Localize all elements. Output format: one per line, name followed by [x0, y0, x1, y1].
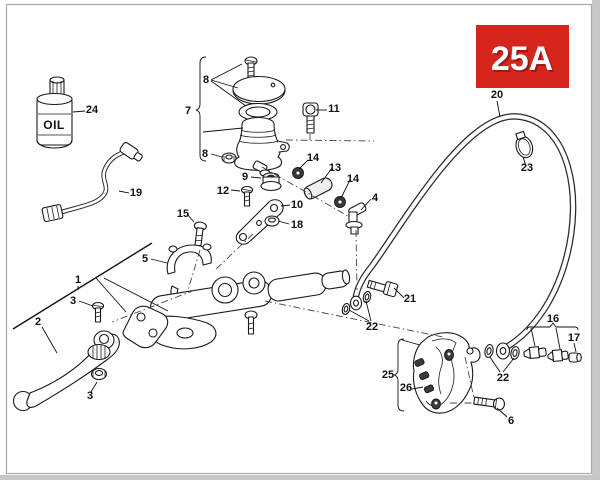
part-label-13: 13 — [329, 162, 341, 174]
part-label-23: 23 — [521, 162, 533, 174]
hose-clips-and-tube-drawing — [292, 167, 367, 235]
centerlines — [111, 134, 475, 404]
part-label-21: 21 — [404, 293, 416, 305]
part-number-labels: 1 2 3 3 4 5 6 7 8 8 9 10 11 12 13 14 14 … — [35, 74, 580, 427]
part-label-14a: 14 — [307, 152, 320, 164]
part-label-3a: 3 — [70, 295, 76, 307]
part-label-22b: 22 — [497, 372, 509, 384]
part-label-17: 17 — [568, 332, 580, 344]
part-label-25: 25 — [382, 369, 394, 381]
oil-bottle-label: OIL — [43, 118, 65, 132]
page-edge-right — [592, 0, 600, 480]
part-label-12: 12 — [217, 185, 229, 197]
part-label-11: 11 — [328, 103, 340, 115]
part-label-26: 26 — [400, 382, 412, 394]
part-label-22a: 22 — [366, 321, 378, 333]
part-label-3b: 3 — [87, 390, 93, 402]
bleed-valve-2-drawing — [547, 349, 569, 363]
bolt-11-drawing — [302, 102, 319, 134]
badge-text: 25A — [491, 40, 553, 78]
bracket-7-brace — [195, 56, 207, 162]
hose-clamp-drawing — [515, 130, 534, 159]
caliper-drawing — [393, 332, 582, 414]
plate-badge: 25A 25A — [476, 25, 569, 88]
part-label-10: 10 — [291, 199, 303, 211]
badge-shadow-text: 25A — [493, 42, 555, 80]
part-label-19: 19 — [130, 187, 142, 199]
bracket-25-brace — [393, 338, 405, 412]
badge-box — [476, 25, 569, 88]
part-label-24: 24 — [86, 104, 99, 116]
brake-hose-drawing — [352, 113, 577, 352]
part-label-9: 9 — [242, 171, 248, 183]
part-label-20: 20 — [491, 89, 503, 101]
oil-bottle-drawing: OIL — [36, 76, 73, 149]
page-edge-bottom — [0, 475, 600, 480]
part-label-1: 1 — [75, 274, 81, 286]
part-label-16: 16 — [547, 313, 559, 325]
part-label-14b: 14 — [347, 173, 360, 185]
part-label-2: 2 — [35, 316, 41, 328]
reservoir-assembly-drawing — [195, 56, 290, 177]
part-label-8a: 8 — [203, 74, 209, 86]
part-label-18: 18 — [291, 219, 303, 231]
part-label-7: 7 — [185, 105, 191, 117]
part-label-5: 5 — [142, 253, 148, 265]
bleed-valve-drawing — [523, 346, 547, 360]
switch-cable-drawing — [41, 142, 143, 223]
part-label-6: 6 — [508, 415, 514, 427]
caliper-bolt-drawing — [473, 396, 506, 411]
brake-lever-drawing — [12, 301, 169, 412]
part-label-4: 4 — [372, 192, 379, 204]
leader-lines — [41, 63, 579, 418]
part-label-8b: 8 — [202, 148, 208, 160]
assembly-reference-lines — [12, 242, 169, 330]
valve-cap-drawing — [568, 352, 582, 363]
part-label-15: 15 — [177, 208, 189, 220]
bracket-hardware-drawing — [193, 172, 284, 252]
